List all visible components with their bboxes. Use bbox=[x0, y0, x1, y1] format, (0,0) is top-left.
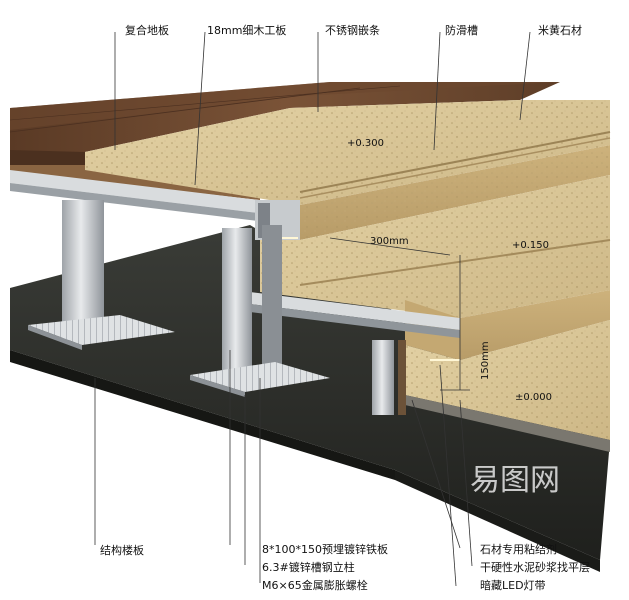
label-channel-column: 6.3#镀锌槽钢立柱 bbox=[262, 560, 355, 574]
dim-tread: 300mm bbox=[370, 236, 409, 247]
dim-riser: 150mm bbox=[480, 341, 491, 380]
level-top: +0.300 bbox=[347, 138, 384, 149]
stone-tread-middle bbox=[260, 175, 611, 360]
embedded-plates bbox=[28, 315, 330, 397]
label-stone: 米黄石材 bbox=[538, 23, 582, 37]
middle-steel-frame bbox=[250, 292, 460, 415]
stone-tread-upper bbox=[85, 100, 611, 240]
label-mortar: 干硬性水泥砂浆找平层 bbox=[480, 560, 590, 574]
label-antislip-groove: 防滑槽 bbox=[445, 23, 478, 37]
label-led-strip: 暗藏LED灯带 bbox=[480, 578, 546, 592]
label-embedded-plate: 8*100*150预埋镀锌铁板 bbox=[262, 542, 388, 556]
label-anchor-bolt: M6×65金属膨胀螺栓 bbox=[262, 578, 368, 592]
label-stainless-strip: 不锈钢嵌条 bbox=[325, 23, 380, 37]
upper-steel-frame bbox=[10, 170, 300, 240]
plywood-layer bbox=[10, 165, 260, 200]
level-mid: +0.150 bbox=[512, 240, 549, 251]
stone-base bbox=[405, 320, 610, 452]
structural-slab bbox=[10, 225, 610, 572]
label-structural-slab: 结构楼板 bbox=[100, 543, 144, 557]
watermark-brand: 易图网 bbox=[470, 463, 560, 498]
composite-floor bbox=[9, 82, 560, 165]
label-composite-floor: 复合地板 bbox=[125, 23, 169, 37]
leader-lines bbox=[94, 31, 531, 587]
steel-posts bbox=[62, 200, 282, 376]
label-stone-adhesive: 石材专用粘结剂 bbox=[480, 542, 557, 556]
level-base: ±0.000 bbox=[515, 392, 552, 403]
label-plywood: 18mm细木工板 bbox=[207, 23, 286, 37]
